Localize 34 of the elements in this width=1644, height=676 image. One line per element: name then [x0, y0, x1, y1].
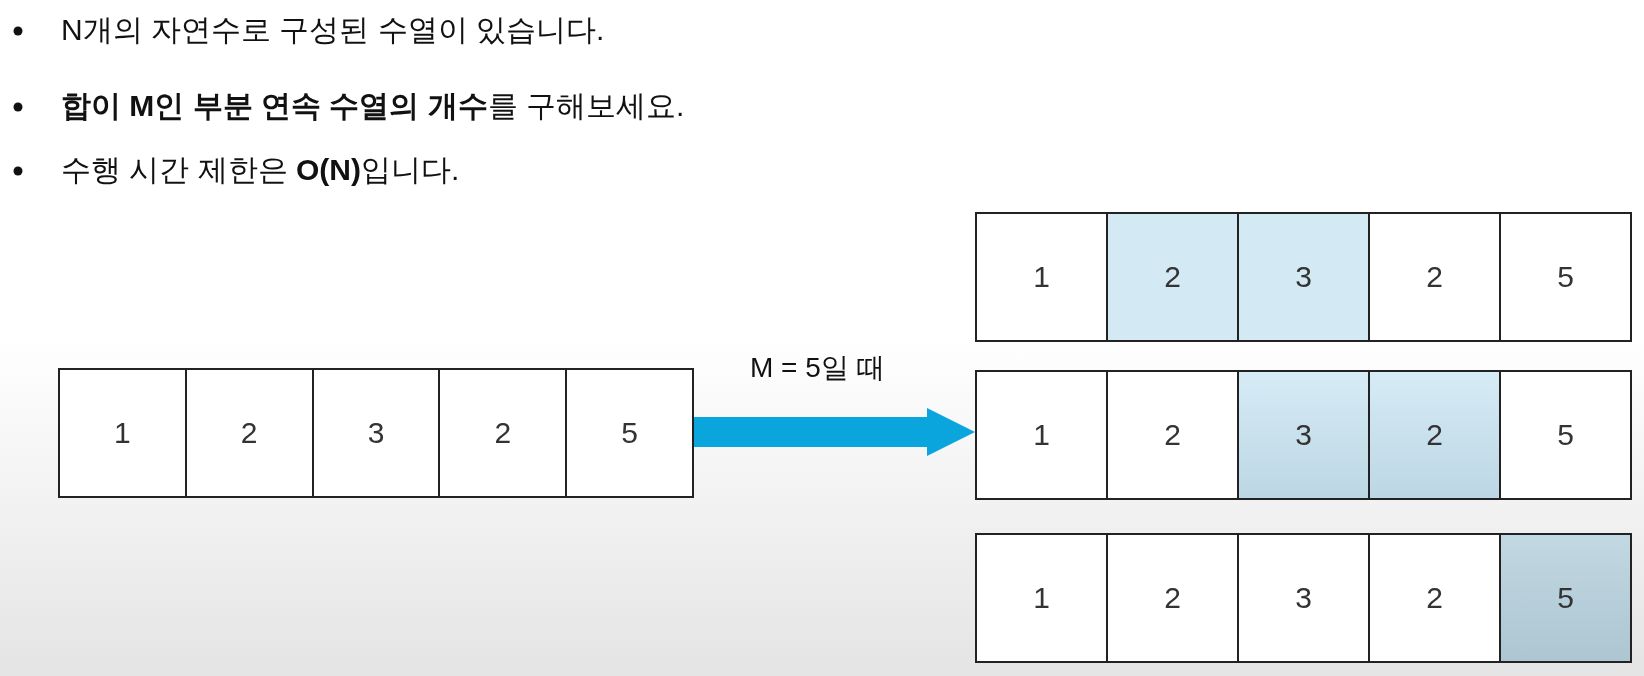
cell-number: 1	[1033, 418, 1050, 452]
bullet-text: N개의 자연수로 구성된 수열이 있습니다.	[61, 12, 605, 48]
cell-number: 3	[367, 416, 385, 450]
array-cell	[1108, 214, 1239, 340]
cell-number: 5	[1557, 260, 1574, 294]
array-row	[975, 212, 1632, 342]
cell-number: 3	[1295, 418, 1312, 452]
edge-label: M = 5일 때	[750, 351, 885, 385]
cell-number: 5	[621, 416, 638, 450]
bullet-text: 수행 시간 제한은 O(N)입니다.	[61, 152, 460, 188]
cell-number: 1	[114, 416, 131, 450]
bullet-text: 합이 M인 부분 연속 수열의 개수를 구해보세요.	[61, 88, 685, 124]
cell-number: 2	[1426, 581, 1443, 615]
cell-number: 2	[1164, 260, 1181, 294]
cell-number: 2	[494, 416, 512, 450]
cell-number: 3	[1295, 260, 1312, 294]
array-row	[975, 533, 1632, 663]
arrow	[694, 408, 975, 456]
cell-number: 5	[1557, 418, 1574, 452]
cell-number: 3	[1295, 581, 1312, 615]
cell-number: 2	[1164, 418, 1181, 452]
cell-number: 2	[1164, 581, 1181, 615]
array-cell	[1501, 535, 1630, 661]
cell-number: 2	[1426, 260, 1443, 294]
array-cell	[1239, 372, 1370, 498]
array-row	[975, 370, 1632, 500]
cell-number: 5	[1557, 581, 1574, 615]
cell-number: 2	[240, 416, 258, 450]
array-cell	[1239, 214, 1370, 340]
cell-number: 1	[1033, 260, 1050, 294]
cell-number: 2	[1426, 418, 1443, 452]
array-row	[58, 368, 694, 498]
array-cell	[1370, 372, 1501, 498]
cell-number: 1	[1033, 581, 1050, 615]
